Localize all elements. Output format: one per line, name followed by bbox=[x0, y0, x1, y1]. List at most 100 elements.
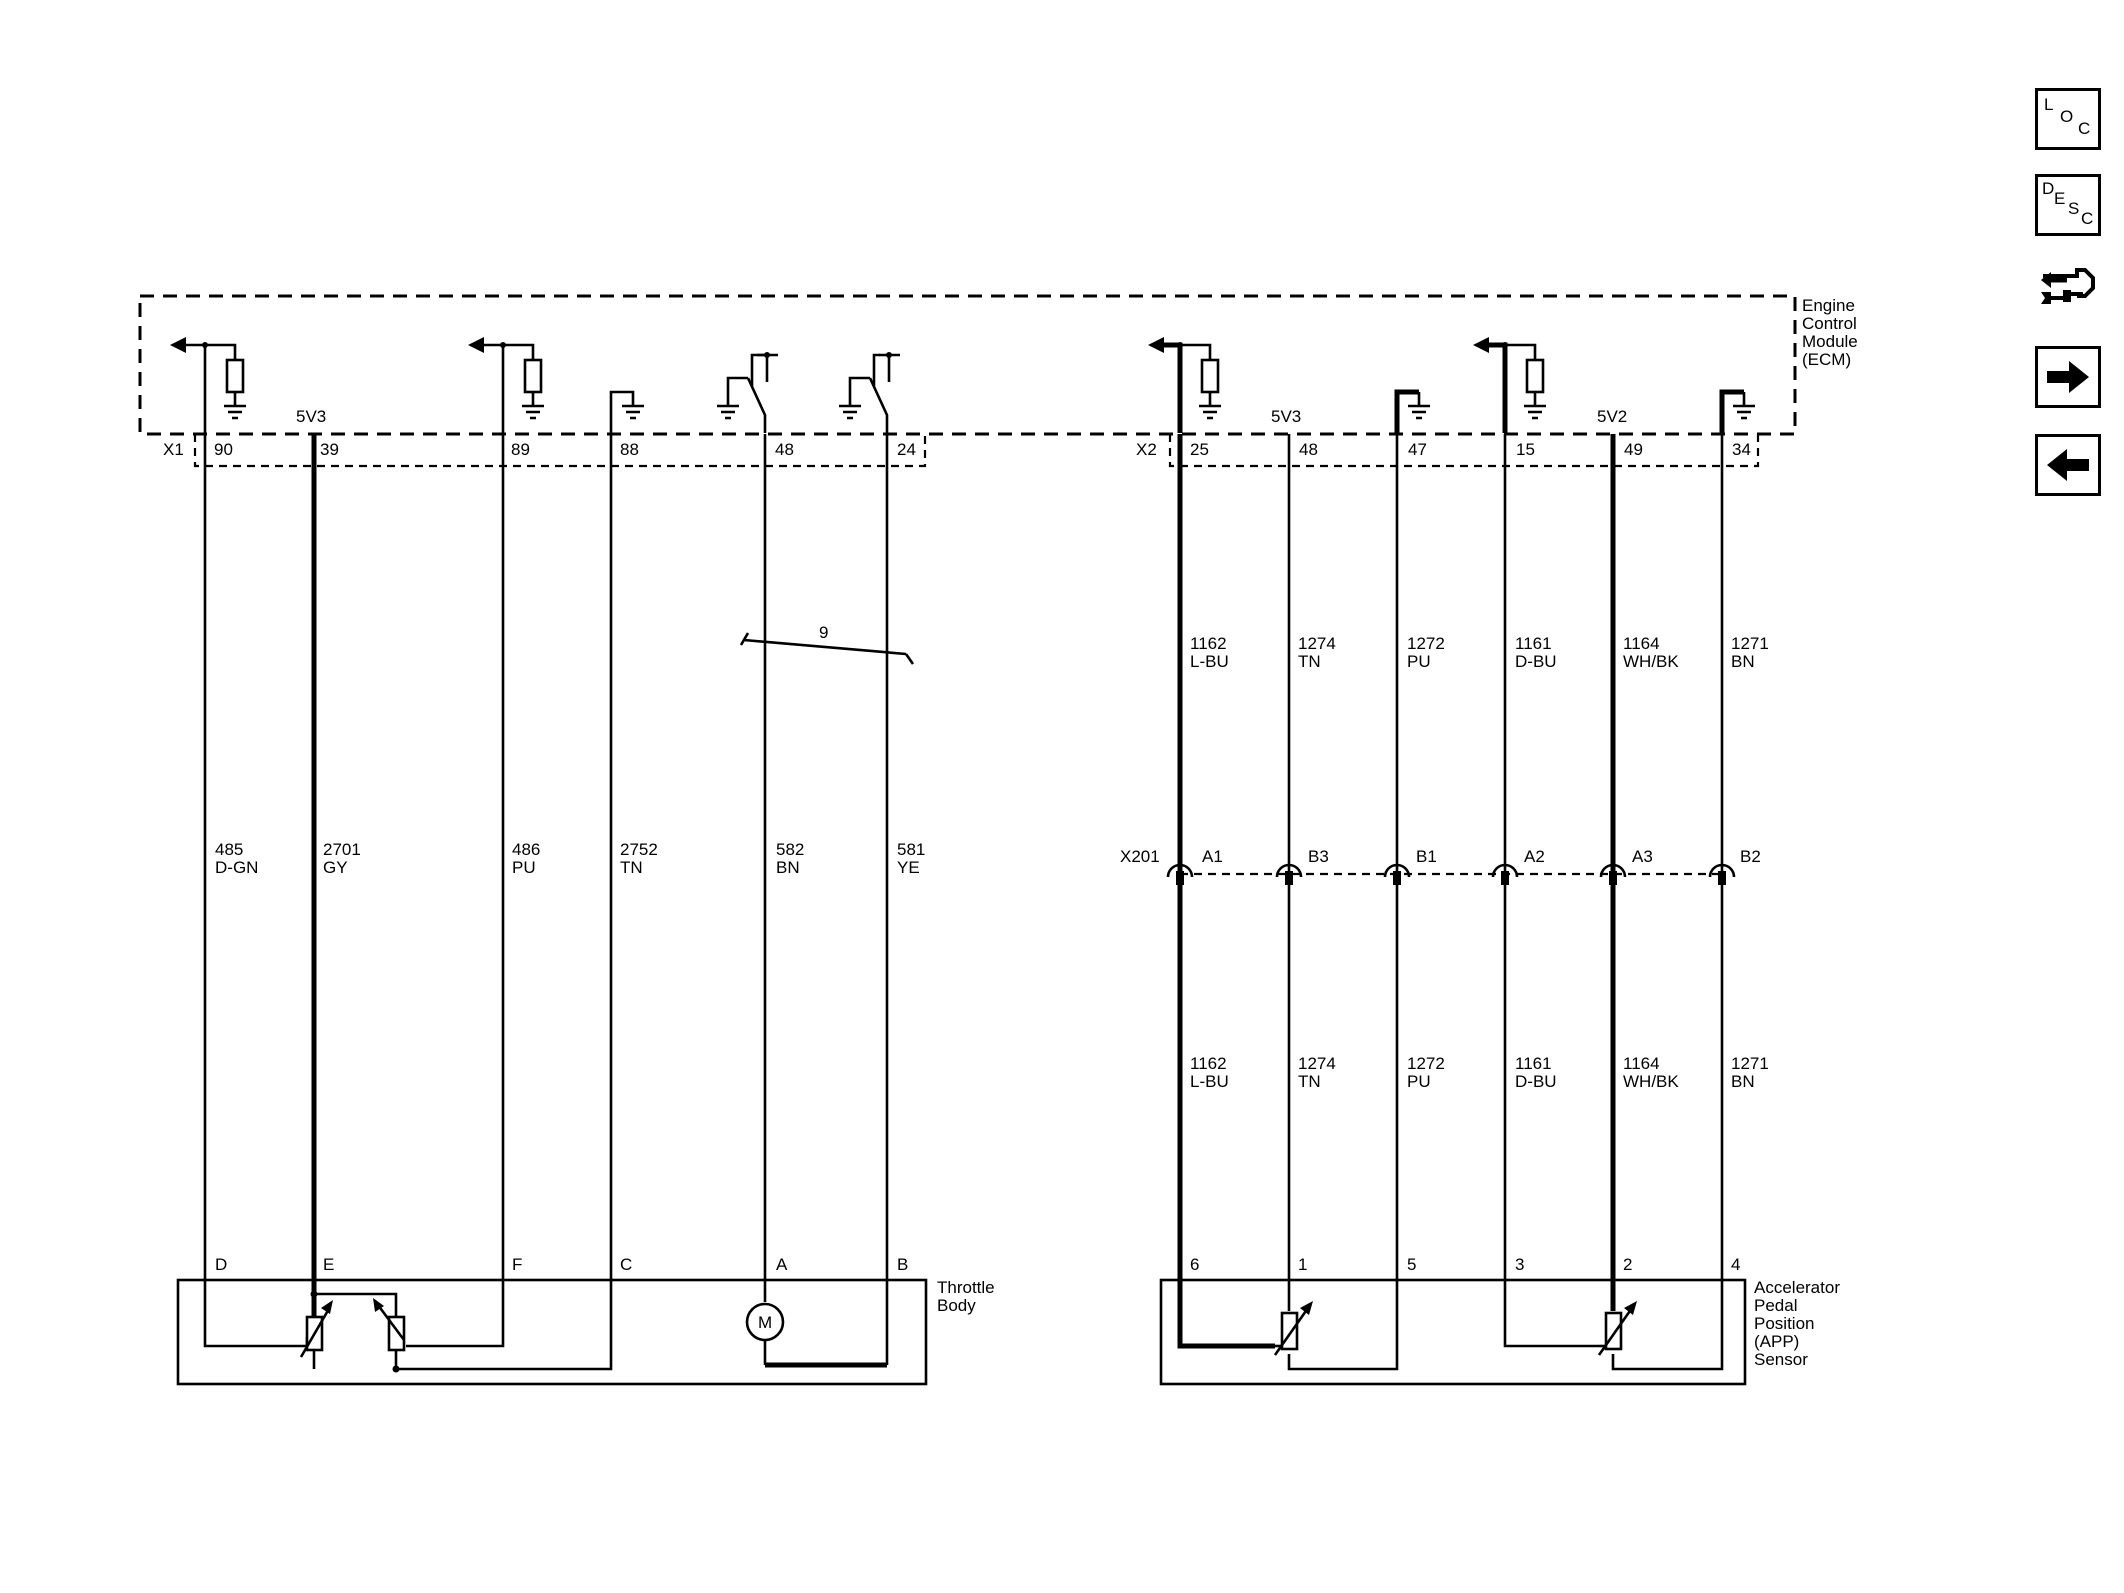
wire-1271-circuit-upper: 1271 bbox=[1731, 634, 1769, 653]
wire-582-color: BN bbox=[776, 858, 800, 877]
wire-1271 bbox=[1611, 434, 1724, 1371]
description-icon-letter-e: E bbox=[2054, 189, 2066, 208]
throttle-body-pin-d: D bbox=[215, 1255, 227, 1274]
ecm-title-line-1: Engine bbox=[1802, 296, 1855, 315]
connector-x1-label: X1 bbox=[163, 440, 184, 459]
app-sensor-pin-1: 1 bbox=[1298, 1255, 1307, 1274]
x2-pin-48: 48 bbox=[1299, 440, 1318, 459]
wire-581-color: YE bbox=[897, 858, 920, 877]
wire-1162-circuit-lower: 1162 bbox=[1190, 1054, 1227, 1073]
wire-1272-circuit-upper: 1272 bbox=[1407, 634, 1445, 653]
x201-pin-a1: A1 bbox=[1202, 847, 1223, 866]
description-icon-letter-s: S bbox=[2068, 199, 2080, 218]
wire-1162-color-lower: L-BU bbox=[1190, 1072, 1229, 1091]
twisted-pair-label: 9 bbox=[819, 623, 828, 642]
previous-page-button[interactable] bbox=[2035, 434, 2101, 496]
x1-pin-88: 88 bbox=[620, 440, 639, 459]
wire-1162 bbox=[1177, 434, 1275, 1349]
description-button[interactable]: D E S C bbox=[2035, 174, 2101, 236]
wire-1162-circuit-upper: 1162 bbox=[1190, 634, 1227, 653]
x201-terminal-a2: A2 bbox=[1491, 847, 1545, 885]
wire-2752-color: TN bbox=[620, 858, 643, 877]
throttle-body-pin-b: B bbox=[897, 1255, 908, 1274]
throttle-position-sensor-2 bbox=[373, 1298, 406, 1373]
location-icon-letter-o: O bbox=[2060, 107, 2074, 126]
throttle-body-name-line-2: Body bbox=[937, 1296, 976, 1315]
ecm-module: Engine Control Module (ECM) 5V3 5V3 5V2 bbox=[138, 294, 1858, 436]
throttle-body-pin-c: C bbox=[620, 1255, 632, 1274]
wire-2752 bbox=[396, 434, 613, 1371]
wire-1271-color-upper: BN bbox=[1731, 652, 1755, 671]
throttle-body: Throttle Body D E F C A B M bbox=[176, 1255, 995, 1386]
connector-x201: X201 A1 B3 B1 A2 A3 B2 bbox=[1120, 847, 1761, 885]
twisted-pair-marker: 9 bbox=[739, 623, 915, 665]
app-sensor-1-potentiometer bbox=[1273, 1301, 1313, 1356]
ecm-title-line-3: Module bbox=[1802, 332, 1858, 351]
wire-1274-circuit-lower: 1274 bbox=[1298, 1054, 1336, 1073]
ecm-internal-circuits-x1 bbox=[170, 337, 900, 433]
description-icon: D E S C bbox=[2038, 177, 2098, 233]
connector-service-button[interactable] bbox=[2035, 258, 2101, 320]
throttle-body-pin-f: F bbox=[512, 1255, 522, 1274]
arrow-left-icon bbox=[2047, 449, 2089, 481]
x201-pin-b2: B2 bbox=[1740, 847, 1761, 866]
app-sensor: Accelerator Pedal Position (APP) Sensor … bbox=[1159, 1255, 1840, 1386]
ecm-5v-reference-2: 5V3 bbox=[1271, 407, 1301, 426]
app-sensor-2-potentiometer bbox=[1597, 1301, 1637, 1356]
connector-x2: X2 25 48 47 15 49 34 bbox=[1136, 434, 1760, 468]
connector-x201-label: X201 bbox=[1120, 847, 1160, 866]
location-button[interactable]: L O C bbox=[2035, 88, 2101, 150]
wire-1162-color-upper: L-BU bbox=[1190, 652, 1229, 671]
app-sensor-pin-2: 2 bbox=[1623, 1255, 1632, 1274]
description-icon-letter-d: D bbox=[2042, 179, 2055, 198]
wire-485 bbox=[203, 434, 309, 1348]
wire-1164-color-upper: WH/BK bbox=[1623, 652, 1679, 671]
app-sensor-name-line-4: (APP) bbox=[1754, 1332, 1799, 1351]
x1-pin-89: 89 bbox=[511, 440, 530, 459]
ecm-5v-reference-3: 5V2 bbox=[1597, 407, 1627, 426]
throttle-position-sensor-1 bbox=[299, 1290, 398, 1369]
wire-581-circuit: 581 bbox=[897, 840, 925, 859]
wire-485-circuit: 485 bbox=[215, 840, 243, 859]
wire-2701-color: GY bbox=[323, 858, 348, 877]
ecm-internal-circuits-x2 bbox=[1148, 337, 1755, 433]
x201-terminal-a1: A1 bbox=[1166, 847, 1223, 885]
wire-1272-color-lower: PU bbox=[1407, 1072, 1431, 1091]
wire-582-circuit: 582 bbox=[776, 840, 804, 859]
app-sensor-name-line-3: Position bbox=[1754, 1314, 1814, 1333]
app-sensor-pin-6: 6 bbox=[1190, 1255, 1199, 1274]
wire-485-color: D-GN bbox=[215, 858, 258, 877]
app-sensor-pin-4: 4 bbox=[1731, 1255, 1740, 1274]
location-icon-letter-c: C bbox=[2078, 119, 2091, 138]
wire-486 bbox=[406, 434, 505, 1348]
wire-1161-color-lower: D-BU bbox=[1515, 1072, 1557, 1091]
x2-pin-47: 47 bbox=[1408, 440, 1427, 459]
wire-1164-color-lower: WH/BK bbox=[1623, 1072, 1679, 1091]
throttle-motor: M bbox=[745, 1302, 887, 1368]
x201-pin-a3: A3 bbox=[1632, 847, 1653, 866]
ecm-5v-reference-1: 5V3 bbox=[296, 407, 326, 426]
x201-pin-b1: B1 bbox=[1416, 847, 1437, 866]
throttle-body-name-line-1: Throttle bbox=[937, 1278, 995, 1297]
wire-1272 bbox=[1287, 434, 1399, 1371]
wire-1161 bbox=[1503, 434, 1600, 1348]
throttle-body-pin-a: A bbox=[776, 1255, 788, 1274]
wire-1271-color-lower: BN bbox=[1731, 1072, 1755, 1091]
connector-x2-outline bbox=[1168, 434, 1760, 468]
x201-pin-a2: A2 bbox=[1524, 847, 1545, 866]
ecm-title-line-2: Control bbox=[1802, 314, 1857, 333]
x2-pin-49: 49 bbox=[1624, 440, 1643, 459]
x2-pin-15: 15 bbox=[1516, 440, 1535, 459]
ecm-title-line-4: (ECM) bbox=[1802, 350, 1851, 369]
x201-terminal-b1: B1 bbox=[1383, 847, 1437, 885]
description-icon-letter-c: C bbox=[2081, 209, 2094, 228]
x2-pin-34: 34 bbox=[1732, 440, 1751, 459]
location-icon: L O C bbox=[2038, 91, 2098, 147]
wire-1274-color-upper: TN bbox=[1298, 652, 1321, 671]
wire-1164-circuit-lower: 1164 bbox=[1623, 1054, 1660, 1073]
throttle-body-pin-e: E bbox=[323, 1255, 334, 1274]
connector-x2-label: X2 bbox=[1136, 440, 1157, 459]
app-sensor-outline bbox=[1159, 1278, 1747, 1386]
next-page-button[interactable] bbox=[2035, 346, 2101, 408]
x1-pin-24: 24 bbox=[897, 440, 916, 459]
